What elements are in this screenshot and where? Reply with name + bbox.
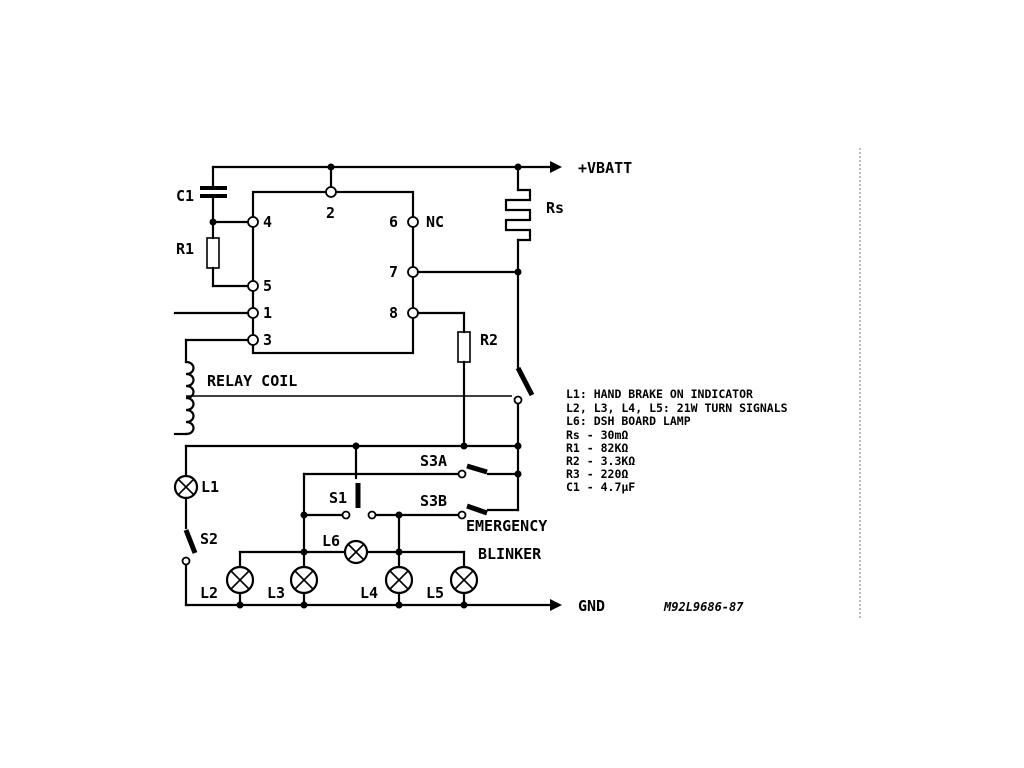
switched-rail xyxy=(184,442,520,450)
legend-line: L1: HAND BRAKE ON INDICATOR xyxy=(566,387,753,401)
drawing-code: M92L9686-87 xyxy=(663,600,744,614)
legend-line: R3 - 220Ω xyxy=(566,467,628,481)
resistor-r2 xyxy=(416,311,471,450)
relay-coil-label: RELAY COIL xyxy=(207,372,297,390)
pin6-label: 6 xyxy=(389,213,398,231)
l1-label: L1 xyxy=(201,478,219,496)
relay-contact xyxy=(513,366,535,512)
s1-label: S1 xyxy=(329,489,347,507)
input-wires xyxy=(173,311,250,364)
ic-pins xyxy=(247,186,419,346)
lamp-l6 xyxy=(343,539,369,565)
switch-s3b xyxy=(457,503,520,520)
pin4-label: 4 xyxy=(263,213,272,231)
s3a-label: S3A xyxy=(420,452,447,470)
pin7-label: 7 xyxy=(389,263,398,281)
l5-label: L5 xyxy=(426,584,444,602)
lamp-l4 xyxy=(384,550,414,607)
l6-label: L6 xyxy=(322,532,340,550)
blinker-label: BLINKER xyxy=(478,545,542,563)
r1-label: R1 xyxy=(176,240,194,258)
legend-line: C1 - 4.7μF xyxy=(566,480,635,494)
capacitor-c1 xyxy=(200,165,227,224)
s3b-label: S3B xyxy=(420,492,447,510)
component-legend: L1: HAND BRAKE ON INDICATOR L2, L3, L4, … xyxy=(566,387,788,494)
pin1-label: 1 xyxy=(263,304,272,322)
pin5-label: 5 xyxy=(263,277,272,295)
l2-label: L2 xyxy=(200,584,218,602)
emergency-label: EMERGENCY xyxy=(466,517,547,535)
legend-line: L2, L3, L4, L5: 21W TURN SIGNALS xyxy=(566,401,788,415)
resistor-r1 xyxy=(206,218,254,288)
shunt-resistor-rs xyxy=(504,165,532,370)
pin7-wire xyxy=(416,268,522,276)
legend-line: L6: DSH BOARD LAMP xyxy=(566,414,691,428)
legend-line: R1 - 82KΩ xyxy=(566,441,628,455)
lamp-l5 xyxy=(449,550,479,607)
switch-s3a xyxy=(302,463,522,554)
switch-s1 xyxy=(300,444,460,554)
legend-line: Rs - 30mΩ xyxy=(566,428,628,442)
pin2-label: 2 xyxy=(326,204,335,222)
gnd-label: GND xyxy=(578,597,605,615)
l3-label: L3 xyxy=(267,584,285,602)
rs-label: Rs xyxy=(546,199,564,217)
gnd-rail xyxy=(184,599,562,611)
lamp-l3 xyxy=(289,550,319,607)
s2-label: S2 xyxy=(200,530,218,548)
r2-label: R2 xyxy=(480,331,498,349)
vbatt-rail xyxy=(211,161,562,173)
lamp-l1-branch xyxy=(173,444,199,607)
pin3-label: 3 xyxy=(263,331,272,349)
vbatt-label: +VBATT xyxy=(578,159,632,177)
l4-label: L4 xyxy=(360,584,378,602)
relay-coil xyxy=(173,360,512,436)
nc-label: NC xyxy=(426,213,444,231)
legend-line: R2 - 3.3KΩ xyxy=(566,454,635,468)
pin8-label: 8 xyxy=(389,304,398,322)
c1-label: C1 xyxy=(176,187,194,205)
lamp-l2 xyxy=(225,550,255,607)
lamp-bus xyxy=(238,548,466,556)
